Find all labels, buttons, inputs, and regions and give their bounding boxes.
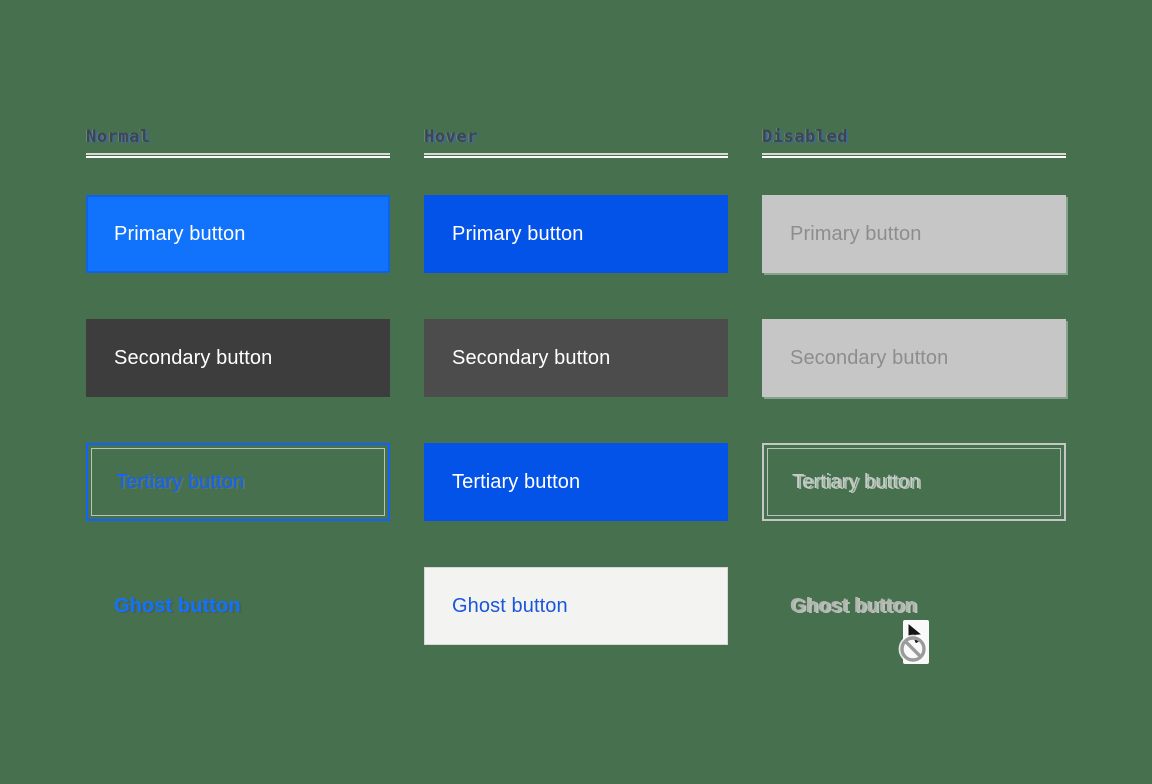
- not-allowed-cursor-icon: [895, 618, 935, 668]
- column-normal-rows: Primary button Secondary button Tertiary…: [86, 195, 390, 645]
- column-normal: Normal Primary button Secondary button T…: [86, 128, 390, 691]
- column-disabled-rows: Primary button Secondary button Tertiary…: [762, 195, 1066, 645]
- primary-button-normal[interactable]: Primary button: [86, 195, 390, 273]
- ghost-button-disabled: Ghost button: [762, 567, 1066, 645]
- column-hover-header: Hover: [424, 127, 478, 147]
- header-divider: [86, 153, 390, 158]
- tertiary-button-normal[interactable]: Tertiary button: [86, 443, 390, 521]
- secondary-button-disabled: Secondary button: [762, 319, 1066, 397]
- state-columns: Normal Primary button Secondary button T…: [86, 128, 1066, 691]
- column-disabled: Disabled Primary button Secondary button…: [762, 128, 1066, 691]
- column-normal-header: Normal: [86, 127, 151, 147]
- header-divider: [762, 153, 1066, 158]
- secondary-button-hover[interactable]: Secondary button: [424, 319, 728, 397]
- tertiary-button-hover[interactable]: Tertiary button: [424, 443, 728, 521]
- column-hover: Hover Primary button Secondary button Te…: [424, 128, 728, 691]
- ghost-button-hover[interactable]: Ghost button: [424, 567, 728, 645]
- column-disabled-header: Disabled: [762, 127, 848, 147]
- header-divider: [424, 153, 728, 158]
- column-hover-rows: Primary button Secondary button Tertiary…: [424, 195, 728, 645]
- ghost-button-normal[interactable]: Ghost button: [86, 567, 390, 645]
- primary-button-hover[interactable]: Primary button: [424, 195, 728, 273]
- secondary-button-normal[interactable]: Secondary button: [86, 319, 390, 397]
- primary-button-disabled: Primary button: [762, 195, 1066, 273]
- tertiary-button-disabled: Tertiary button: [762, 443, 1066, 521]
